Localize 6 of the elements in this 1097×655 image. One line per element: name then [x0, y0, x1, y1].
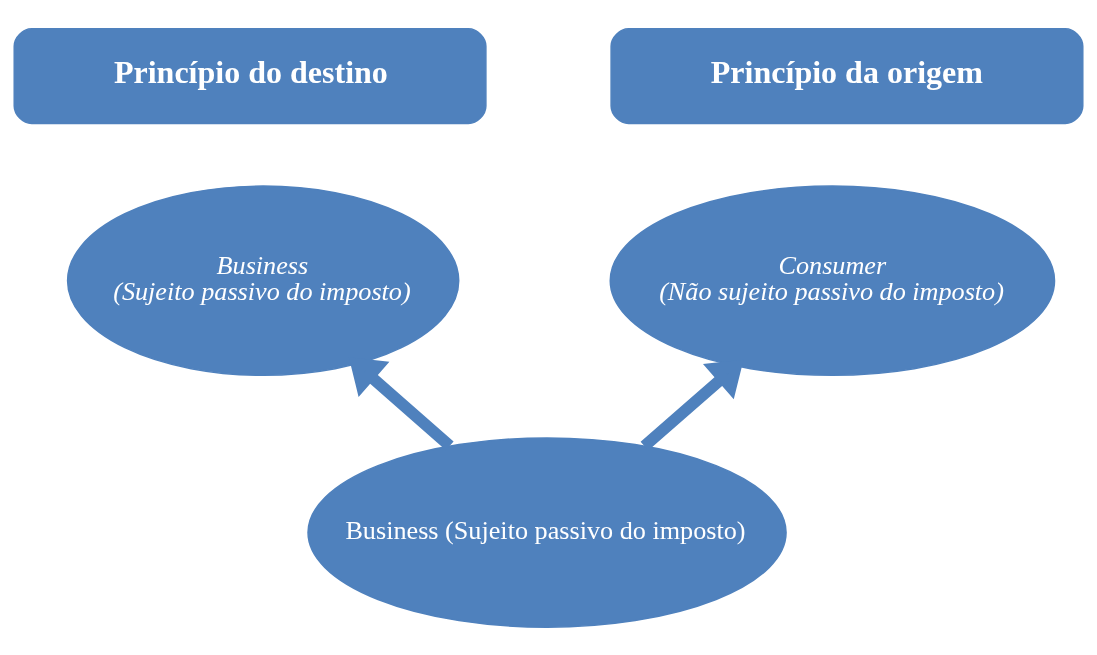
node-ellipse: Business (Sujeito passivo do imposto): [66, 184, 460, 376]
arrow: [640, 359, 744, 450]
node-ellipse: Business (Sujeito passivo do imposto): [307, 436, 787, 628]
node-box: Princípio do destino: [13, 27, 487, 124]
node-box: Princípio da origem: [610, 27, 1084, 124]
node-ellipse: Consumer (Não sujeito passivo do imposto): [609, 184, 1056, 376]
